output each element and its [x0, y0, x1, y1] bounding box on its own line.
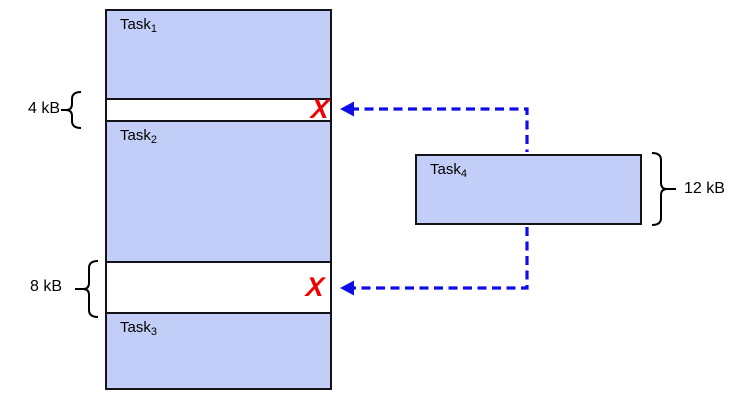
task4-block: Task4 [415, 154, 642, 225]
free-gap-4kb [105, 100, 332, 120]
task2-block: Task2 [105, 120, 332, 263]
gap2-size-label: 8 kB [29, 278, 62, 295]
brace-4kb [61, 91, 82, 129]
task3-label: Task3 [120, 319, 157, 338]
brace-12kb [651, 152, 676, 226]
task2-label: Task2 [120, 127, 157, 146]
no-fit-x-mark-8kb: X [304, 272, 326, 302]
free-gap-8kb [105, 263, 332, 312]
task3-block: Task3 [105, 312, 332, 390]
brace-8kb [75, 260, 99, 318]
task4-label: Task4 [430, 161, 467, 180]
arrowhead-4kb-icon [340, 101, 354, 117]
gap1-size-label: 4 kB [27, 100, 60, 117]
no-fit-x-mark-4kb: X [309, 94, 331, 124]
task4-size-label: 12 kB [684, 180, 725, 197]
task1-label: Task1 [120, 16, 157, 35]
task1-block: Task1 [105, 9, 332, 100]
arrow-task4-to-4kb-gap [350, 107, 529, 152]
arrow-task4-to-8kb-gap [350, 227, 529, 290]
arrowhead-8kb-icon [340, 280, 354, 296]
